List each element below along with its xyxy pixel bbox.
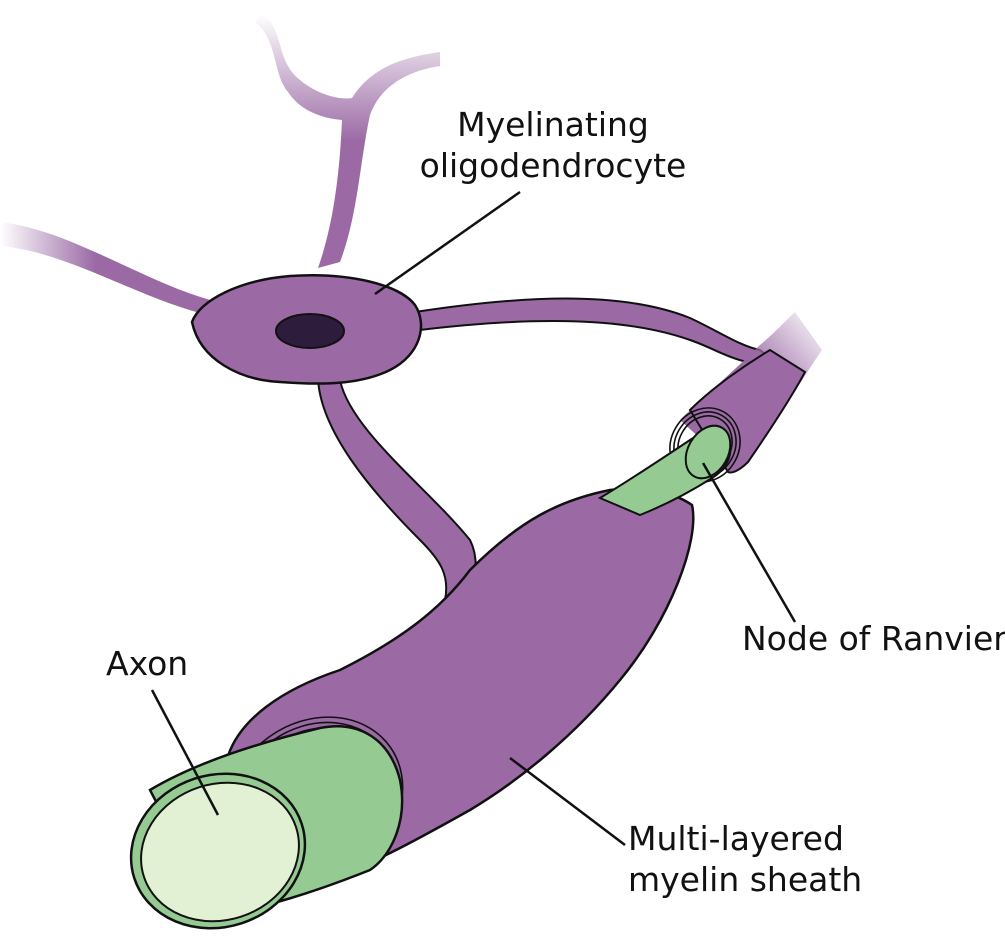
label-myelin-sheath: Multi-layered myelin sheath — [628, 818, 862, 900]
label-node-line1: Node of Ranvier — [742, 618, 1005, 659]
label-axon-line1: Axon — [106, 643, 188, 684]
top-process — [255, 14, 440, 268]
label-oligodendrocyte-line2: oligodendrocyte — [418, 145, 688, 186]
label-axon: Axon — [106, 643, 188, 684]
left-process — [0, 222, 212, 316]
leader-oligodendrocyte — [375, 192, 520, 294]
label-sheath-line1: Multi-layered — [628, 818, 862, 859]
leader-node — [703, 463, 795, 622]
label-oligodendrocyte-line1: Myelinating — [418, 104, 688, 145]
leader-sheath — [510, 758, 625, 845]
label-sheath-line2: myelin sheath — [628, 859, 862, 900]
label-node-of-ranvier: Node of Ranvier — [742, 618, 1005, 659]
label-oligodendrocyte: Myelinating oligodendrocyte — [418, 104, 688, 186]
right-process — [415, 299, 775, 364]
nucleus — [276, 314, 344, 348]
lower-process — [318, 378, 476, 610]
